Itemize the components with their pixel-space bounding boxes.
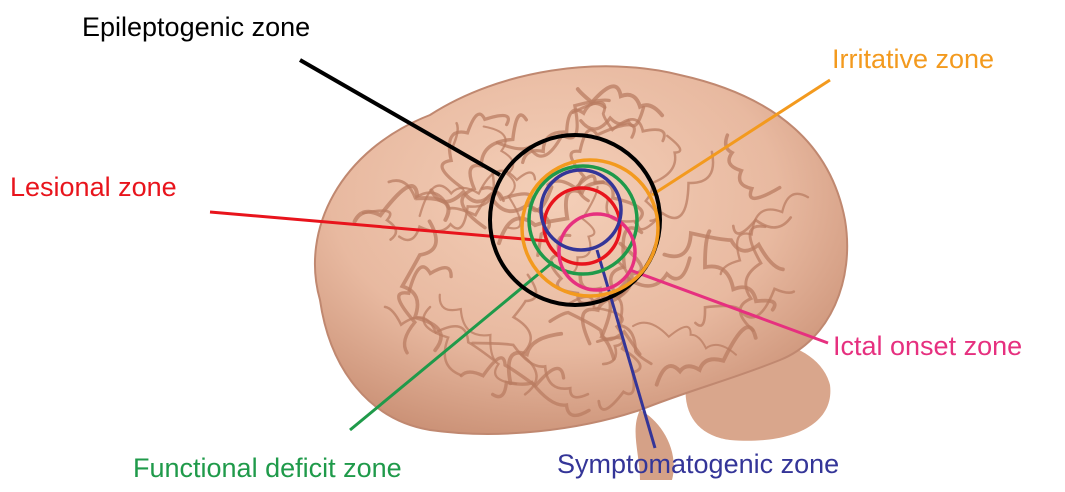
lesional-zone-label: Lesional zone	[10, 174, 177, 201]
symptomatogenic-zone-label: Symptomatogenic zone	[557, 451, 839, 478]
irritative-zone-label: Irritative zone	[832, 46, 994, 73]
epileptogenic-zone-label: Epileptogenic zone	[82, 14, 310, 41]
ictal-onset-zone-label: Ictal onset zone	[833, 333, 1022, 360]
functional-deficit-zone-label: Functional deficit zone	[133, 455, 402, 482]
